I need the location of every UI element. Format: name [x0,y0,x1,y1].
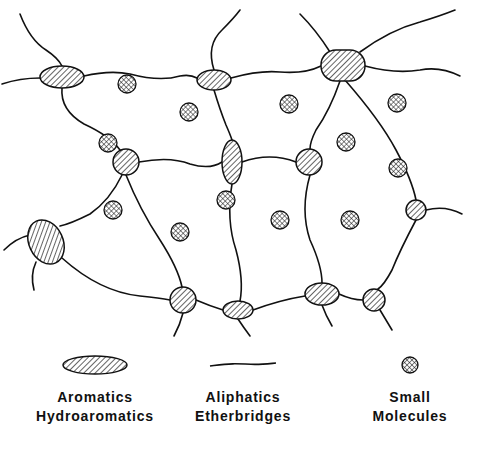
legend-label: Small Molecules [360,388,460,426]
legend-entry: Aliphatics Etherbridges [178,352,308,432]
legend-label: Aromatics Hydroaromatics [25,388,165,426]
aromatic-sample [63,356,127,374]
legend-entry: Small Molecules [360,352,460,432]
aliphatic-sample [210,363,276,366]
legend-sample [178,352,308,378]
aromatic-units [21,50,426,319]
small-molecules [99,75,407,241]
small-molecule-sample [402,357,418,373]
legend-sample [360,352,460,378]
legend-entry: Aromatics Hydroaromatics [25,352,165,432]
legend-sample [25,352,165,378]
aliphatic-chains [2,10,462,336]
legend-label: Aliphatics Etherbridges [178,388,308,426]
